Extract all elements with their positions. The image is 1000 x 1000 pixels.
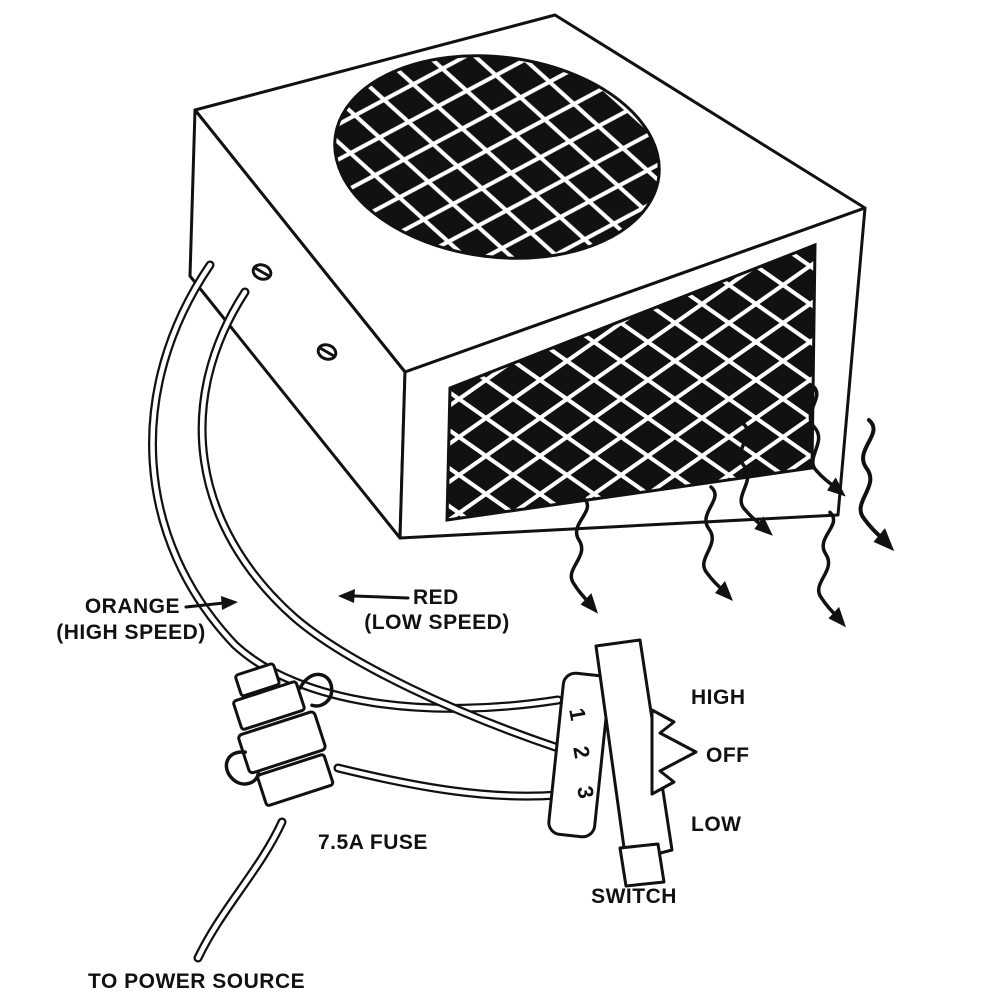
label-switch-low: LOW [691,813,741,836]
arrowhead-red [338,589,355,603]
heater-unit [188,13,867,540]
label-power-source: TO POWER SOURCE [88,970,305,993]
label-fuse: 7.5A FUSE [318,831,428,854]
switch-terminal-2: 2 [568,744,595,760]
arrow-to-red-wire [352,594,410,600]
front-outlet-grille [445,242,817,522]
label-switch-high: HIGH [691,686,746,709]
switch-body [594,638,674,864]
wire-fuse-to-switch [338,768,558,796]
switch-terminal-plate [547,671,611,839]
switch-stem [618,842,666,888]
switch-terminal-1: 1 [564,706,591,722]
label-red-wire-sub: (LOW SPEED) [364,611,510,634]
arrow-to-orange-wire [184,601,226,609]
label-orange-wire-sub: (HIGH SPEED) [56,621,206,644]
wire-to-power-source [198,822,282,958]
label-switch-off: OFF [706,744,750,767]
label-orange-wire: ORANGE [85,595,180,618]
airflow-arrow [861,420,895,551]
fuse-holder [224,662,335,807]
switch-terminal-3: 3 [572,784,599,800]
arrowhead-orange [221,596,238,610]
wire-clip-hook [224,750,261,786]
labels: ORANGE (HIGH SPEED) RED (LOW SPEED) 7.5A… [56,586,749,993]
toggle-switch: 1 2 3 [547,638,698,888]
wire-clip-hook [298,672,334,708]
switch-toggle-lever [650,708,698,796]
fan-intake-grille [333,54,661,260]
screw [251,263,273,281]
label-switch: SWITCH [591,885,677,908]
label-red-wire: RED [413,586,459,609]
airflow-arrow [815,510,854,630]
screw [316,343,338,361]
